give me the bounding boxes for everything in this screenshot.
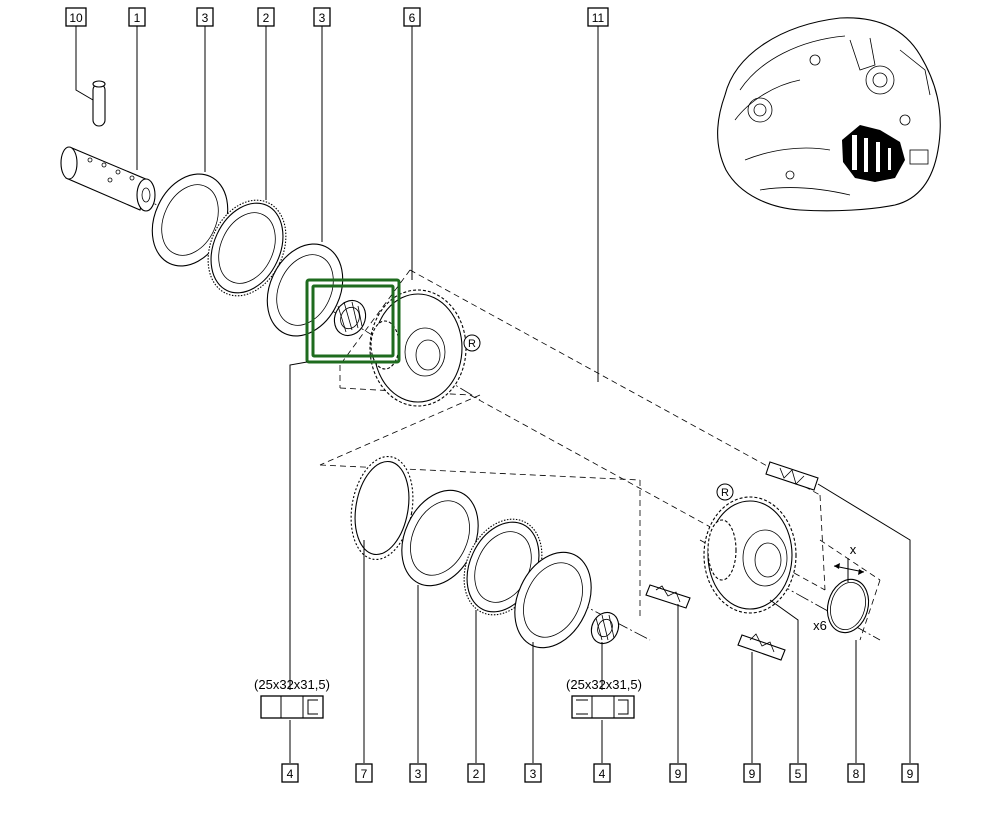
callout-box <box>467 763 485 783</box>
callout-label: 3 <box>415 767 422 781</box>
callout-box <box>847 763 865 783</box>
friction-disc-part-upper <box>207 199 287 297</box>
highlight-box-inner <box>311 284 395 358</box>
callout-box <box>257 7 275 27</box>
callout-box <box>901 763 919 783</box>
washer-part-lower-right <box>514 551 592 649</box>
callout-tag-9c-bottom: 9 <box>901 763 919 783</box>
callout-label: 3 <box>202 11 209 25</box>
callout-label: 4 <box>599 767 606 781</box>
needle-bearing-part-upper <box>333 299 367 337</box>
callout-label: 5 <box>795 767 802 781</box>
callout-label: 2 <box>263 11 270 25</box>
callout-box <box>743 763 761 783</box>
callout-box <box>355 763 373 783</box>
callout-label: 2 <box>473 767 480 781</box>
callout-layer: 10 1 3 2 3 6 11 4 7 3 2 3 4 9 9 5 8 9 <box>65 7 919 783</box>
callout-box <box>524 763 542 783</box>
callout-label: 9 <box>675 767 682 781</box>
callout-tag-3c-bottom: 3 <box>409 763 427 783</box>
callout-label: 11 <box>592 11 605 25</box>
callout-label: 7 <box>361 767 368 781</box>
callout-label: 8 <box>853 767 860 781</box>
callout-label: 4 <box>287 767 294 781</box>
bearing-symbol-left <box>260 695 324 719</box>
callout-tag-9b-bottom: 9 <box>743 763 761 783</box>
highlight-box <box>305 278 401 364</box>
callout-tag-3b-top: 3 <box>313 7 331 27</box>
circlip-part <box>826 558 870 634</box>
bearing-size-left: (25x32x31,5) <box>254 677 330 692</box>
callout-tag-2-top: 2 <box>257 7 275 27</box>
callout-box <box>65 7 87 27</box>
callout-tag-3d-bottom: 3 <box>524 763 542 783</box>
washer-part-upper-right <box>266 243 344 337</box>
synchro-ring-part <box>350 455 414 561</box>
callout-box <box>313 7 331 27</box>
quantity-label: x6 <box>813 618 827 633</box>
key-part-upper <box>765 461 819 491</box>
bearing-size-right: (25x32x31,5) <box>566 677 642 692</box>
shaft-part <box>60 146 156 212</box>
reverse-mark-upper: R <box>463 334 481 352</box>
callout-label: 9 <box>749 767 756 781</box>
callout-box <box>403 7 421 27</box>
callout-tag-10-top: 10 <box>65 7 87 27</box>
callout-box <box>587 7 609 27</box>
callout-label: 10 <box>69 11 83 25</box>
callout-tag-9a-bottom: 9 <box>669 763 687 783</box>
gearbox-housing-illustration <box>717 17 941 212</box>
reverse-gear-part <box>369 289 467 407</box>
callout-label: 3 <box>319 11 326 25</box>
callout-label: 1 <box>134 11 141 25</box>
reverse-mark-lower-text: R <box>721 487 729 499</box>
key-part-lower <box>737 633 786 661</box>
washer-part-upper-left <box>151 173 229 267</box>
callout-box <box>409 763 427 783</box>
callout-tag-6-top: 6 <box>403 7 421 27</box>
highlighted-gear-cluster-icon <box>842 125 905 182</box>
callout-label: 6 <box>409 11 416 25</box>
key-part-middle <box>645 584 691 609</box>
callout-box <box>789 763 807 783</box>
bearing-symbol-right <box>571 695 635 719</box>
callout-box <box>281 763 299 783</box>
callout-label: 9 <box>907 767 914 781</box>
callout-label: 3 <box>530 767 537 781</box>
callout-tag-5-bottom: 5 <box>789 763 807 783</box>
callout-tag-4a-bottom: 4 <box>281 763 299 783</box>
reverse-mark-upper-text: R <box>468 338 476 350</box>
pin-part <box>92 80 106 127</box>
hub-gear-part <box>703 496 797 614</box>
callout-tag-1-top: 1 <box>128 7 146 27</box>
callout-box <box>128 7 146 27</box>
callout-tag-2-bottom: 2 <box>467 763 485 783</box>
callout-tag-11-top: 11 <box>587 7 609 27</box>
callout-box <box>669 763 687 783</box>
callout-box <box>196 7 214 27</box>
callout-tag-4b-bottom: 4 <box>593 763 611 783</box>
callout-box <box>593 763 611 783</box>
dimension-label-x: x <box>850 542 857 557</box>
callout-tag-7-bottom: 7 <box>355 763 373 783</box>
needle-bearing-part-lower <box>590 611 620 645</box>
callout-tag-8-bottom: 8 <box>847 763 865 783</box>
callout-tag-3a-top: 3 <box>196 7 214 27</box>
leader-lines <box>75 26 911 763</box>
reverse-mark-lower: R <box>716 483 734 501</box>
